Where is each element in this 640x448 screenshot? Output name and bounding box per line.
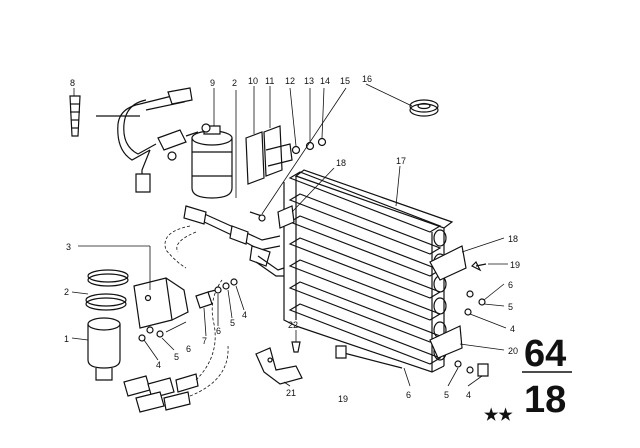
label-22: 22	[288, 320, 298, 330]
bracket-part-21	[255, 341, 303, 385]
bolt-part-19	[335, 345, 403, 369]
label-19-right: 19	[510, 260, 520, 270]
label-4-right: 4	[510, 324, 515, 334]
label-18-left: 18	[336, 158, 346, 168]
label-21: 21	[286, 388, 296, 398]
hose-assembly-lower	[123, 279, 229, 413]
plug-part-8	[69, 95, 81, 137]
label-17: 17	[396, 156, 406, 166]
label-18-right: 18	[508, 234, 518, 244]
label-4-left: 4	[156, 360, 161, 370]
drier-part-1	[85, 269, 129, 381]
label-9: 9	[210, 78, 215, 88]
hardware-right	[454, 260, 489, 377]
label-7: 7	[202, 336, 207, 346]
hose-lines-center	[164, 205, 285, 277]
leader-lines	[71, 83, 508, 387]
label-8: 8	[70, 78, 75, 88]
label-10: 10	[248, 76, 258, 86]
label-6-left: 6	[186, 344, 191, 354]
group-number: 64	[524, 333, 566, 375]
small-hardware	[249, 137, 327, 222]
hose-assembly-upper	[96, 87, 199, 193]
label-6-mid: 6	[216, 326, 221, 336]
label-12: 12	[285, 76, 295, 86]
label-2-top: 2	[232, 78, 237, 88]
callout-labels: 8 9 2 10 11 12 13 14 15 16 17 18 18 19 6…	[64, 74, 520, 404]
label-4-bottom: 4	[466, 390, 471, 400]
label-2-left: 2	[64, 287, 69, 297]
grommet-part-16	[409, 99, 439, 117]
label-15: 15	[340, 76, 350, 86]
label-6-bottom: 6	[406, 390, 411, 400]
label-5-mid: 5	[230, 318, 235, 328]
bracket-part-3	[133, 277, 189, 329]
label-11: 11	[265, 76, 274, 86]
label-16: 16	[362, 74, 372, 84]
valve-part-7	[195, 278, 238, 309]
washers-lower-left	[138, 326, 164, 342]
receiver-drier	[191, 123, 233, 199]
pads-parts-10-11	[245, 125, 293, 185]
label-1: 1	[64, 334, 69, 344]
label-5-left: 5	[174, 352, 179, 362]
group-number-block: 64 18 ★★	[484, 333, 572, 424]
label-6-right: 6	[508, 280, 513, 290]
label-4-mid: 4	[242, 310, 247, 320]
label-13: 13	[304, 76, 314, 86]
label-5-right: 5	[508, 302, 513, 312]
label-3: 3	[66, 242, 71, 252]
stars: ★★	[484, 407, 513, 424]
condenser	[277, 169, 467, 373]
sub-number: 18	[524, 379, 566, 421]
label-19-bottom: 19	[338, 394, 348, 404]
label-5-bottom: 5	[444, 390, 449, 400]
label-20: 20	[508, 346, 518, 356]
label-14: 14	[320, 76, 330, 86]
